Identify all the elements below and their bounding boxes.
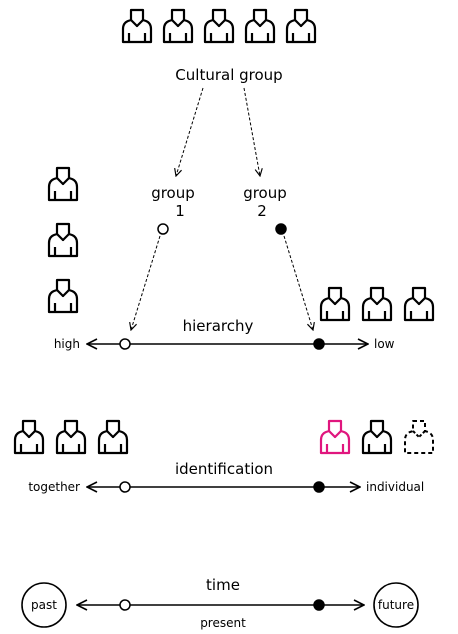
dashed-arrow-group-2-to-axis: [283, 235, 313, 330]
identification-right-label: individual: [366, 480, 424, 494]
hierarchy-title: hierarchy: [183, 317, 254, 335]
dashed-arrow-group-1-to-axis: [131, 235, 161, 330]
person-icon: [162, 8, 194, 44]
identification-together-people: [13, 419, 129, 455]
group-2-label: group: [243, 184, 287, 202]
person-icon: [361, 286, 393, 322]
identification-left-label: together: [28, 480, 80, 494]
person-icon: [203, 8, 235, 44]
time-right-label: future: [378, 598, 414, 612]
person-icon: [121, 8, 153, 44]
person-dashed-icon: [404, 420, 434, 454]
person-icon: [55, 419, 87, 455]
dashed-arrow-to-group-2: [243, 87, 260, 176]
time-filled-marker: [313, 599, 325, 611]
cultural-group-label: Cultural group: [175, 66, 282, 84]
group-1-label: group: [151, 184, 195, 202]
group-2-marker: [275, 223, 287, 235]
hierarchy-low-people: [319, 286, 435, 322]
person-icon: [97, 419, 129, 455]
highlighted-person-icon: [319, 419, 351, 455]
time-below-label: present: [200, 616, 246, 630]
hierarchy-high-people: [47, 166, 79, 314]
person-icon: [47, 166, 79, 202]
group-2-number: 2: [257, 202, 267, 220]
identification-filled-marker: [313, 481, 325, 493]
hierarchy-right-label: low: [374, 337, 395, 351]
person-icon: [13, 419, 45, 455]
person-icon: [361, 419, 393, 455]
future-circle: [373, 582, 419, 628]
group-1-number: 1: [175, 202, 185, 220]
time-title: time: [206, 576, 240, 594]
person-icon: [319, 286, 351, 322]
identification-individual-people: [319, 419, 434, 455]
time-open-marker: [119, 599, 131, 611]
person-icon: [47, 222, 79, 258]
identification-open-marker: [119, 481, 131, 493]
person-icon: [244, 8, 276, 44]
hierarchy-filled-marker: [313, 338, 325, 350]
hierarchy-left-label: high: [54, 337, 80, 351]
person-icon: [403, 286, 435, 322]
person-icon: [47, 278, 79, 314]
person-icon: [285, 8, 317, 44]
hierarchy-open-marker: [119, 338, 131, 350]
group-1-marker: [157, 223, 169, 235]
past-circle: [21, 582, 67, 628]
dashed-arrow-to-group-1: [176, 87, 204, 176]
time-left-label: past: [31, 598, 57, 612]
identification-title: identification: [175, 460, 273, 478]
cultural-group-people: [121, 8, 317, 44]
